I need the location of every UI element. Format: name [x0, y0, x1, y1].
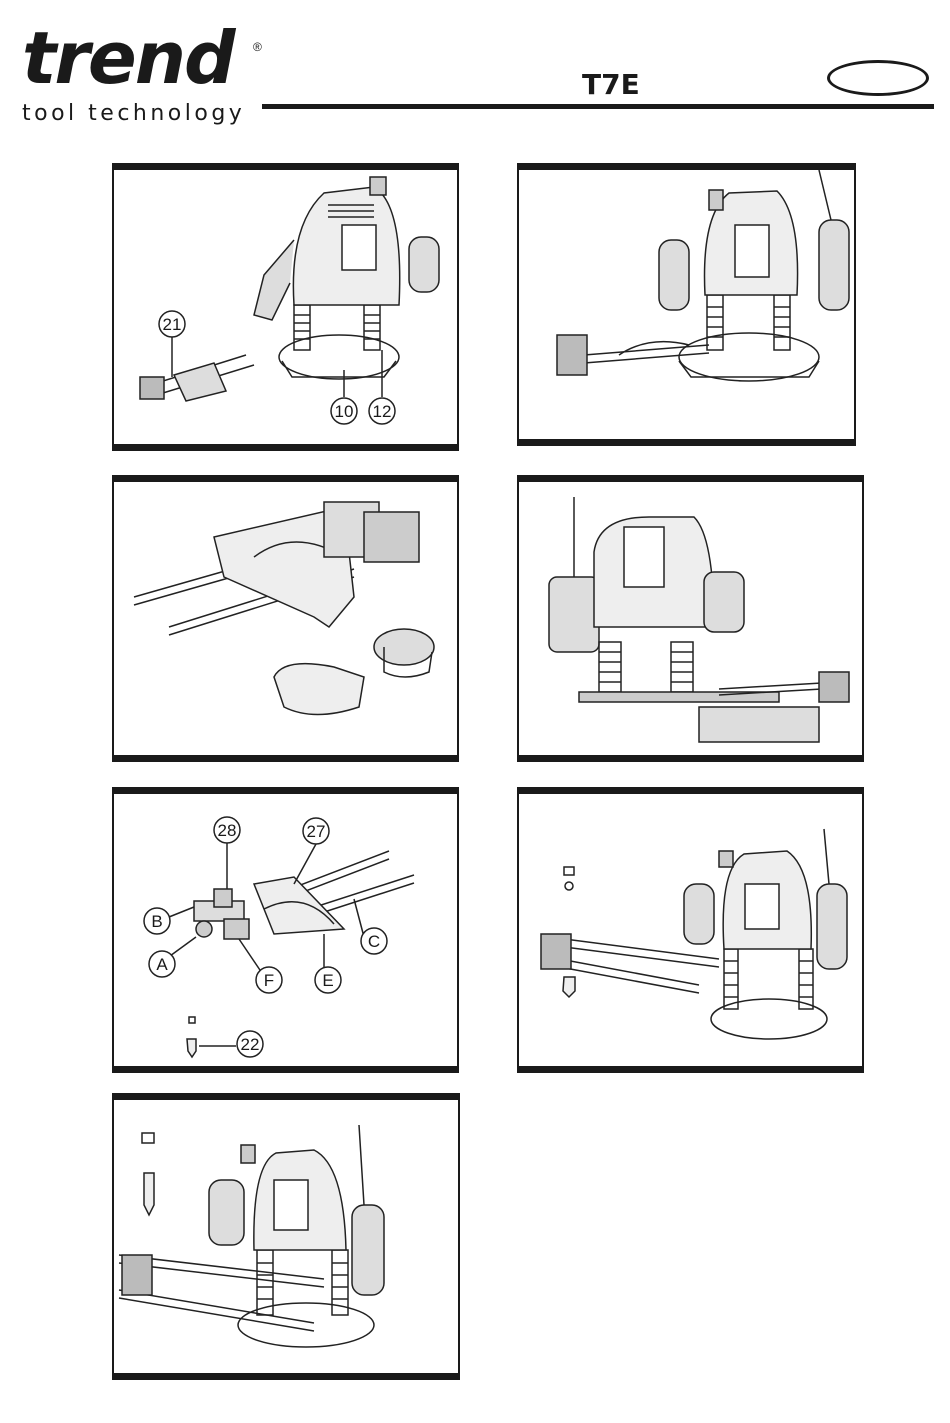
callout-F: F — [256, 967, 282, 993]
svg-text:22: 22 — [241, 1035, 260, 1054]
svg-text:28: 28 — [218, 821, 237, 840]
figure-7-panel — [112, 1093, 460, 1380]
callout-10: 10 — [331, 398, 357, 424]
header-rule — [262, 104, 934, 109]
callout-28: 28 — [214, 817, 240, 843]
svg-text:C: C — [368, 932, 380, 951]
callout-E: E — [315, 967, 341, 993]
figure-1-panel: 21 10 12 — [112, 163, 459, 451]
figure-5-panel: 28 27 B C A F E 22 — [112, 787, 459, 1073]
figure-4-drawing — [519, 477, 866, 764]
model-number: T7E — [582, 68, 640, 101]
brand-tagline: tool technology — [22, 101, 245, 126]
callout-27: 27 — [303, 818, 329, 844]
figure-1-drawing: 21 10 12 — [114, 165, 461, 453]
brand-logo: trend — [22, 22, 234, 94]
figure-2-drawing — [519, 165, 858, 448]
callout-C: C — [361, 928, 387, 954]
svg-text:27: 27 — [307, 822, 326, 841]
svg-text:12: 12 — [373, 402, 392, 421]
registered-mark: ® — [253, 40, 262, 54]
svg-text:10: 10 — [335, 402, 354, 421]
callout-A: A — [149, 951, 175, 977]
figure-6-drawing — [519, 789, 866, 1075]
figure-3-panel — [112, 475, 459, 762]
callout-22: 22 — [237, 1031, 263, 1057]
figure-2-panel — [517, 163, 856, 446]
language-oval — [827, 60, 929, 96]
svg-text:21: 21 — [163, 315, 182, 334]
figure-4-panel — [517, 475, 864, 762]
callout-21: 21 — [159, 311, 185, 337]
figure-6-panel — [517, 787, 864, 1073]
figure-3-drawing — [114, 477, 461, 764]
callout-B: B — [144, 908, 170, 934]
svg-text:F: F — [264, 971, 274, 990]
svg-text:E: E — [322, 971, 333, 990]
figure-5-drawing: 28 27 B C A F E 22 — [114, 789, 461, 1075]
figure-7-drawing — [114, 1095, 462, 1382]
svg-text:B: B — [151, 912, 162, 931]
svg-text:A: A — [156, 955, 168, 974]
callout-12: 12 — [369, 398, 395, 424]
